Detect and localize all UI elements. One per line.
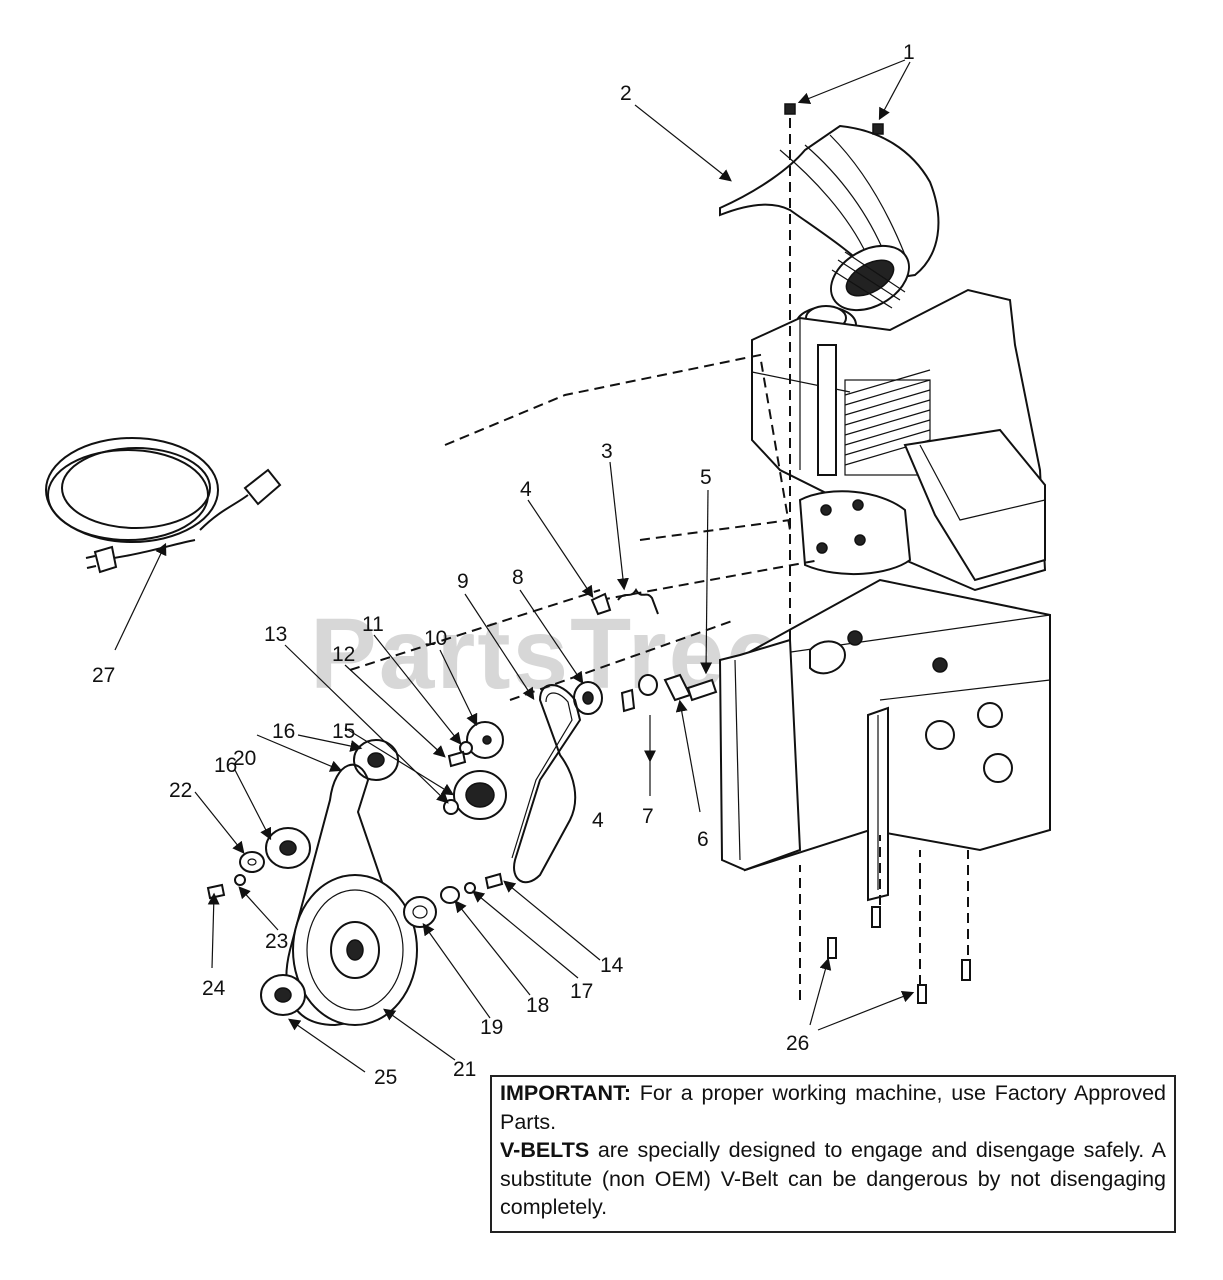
callout-18: 18 — [526, 994, 549, 1017]
callout-19: 19 — [480, 1016, 503, 1039]
callout-9: 9 — [457, 570, 469, 593]
dashed-guides — [349, 118, 969, 1000]
callout-24: 24 — [202, 977, 226, 1000]
callout-23: 23 — [265, 930, 288, 953]
callout-21: 21 — [453, 1058, 476, 1081]
callout-12: 12 — [332, 643, 355, 666]
engine-assembly — [718, 124, 1051, 902]
callout-14: 14 — [600, 954, 624, 977]
notice-important-text: For a proper working machine, use Factor… — [500, 1081, 1166, 1134]
callout-25: 25 — [374, 1066, 397, 1089]
callout-11: 11 — [362, 613, 384, 636]
callout-labels: 1 2 3 4 4 5 6 7 8 9 10 11 12 13 14 15 16… — [92, 41, 915, 1089]
notice-important-label: IMPORTANT: — [500, 1081, 631, 1105]
callout-3: 3 — [601, 440, 613, 463]
callout-15: 15 — [332, 720, 355, 743]
callout-13: 13 — [264, 623, 287, 646]
callout-leaders — [114, 59, 915, 1073]
callout-10: 10 — [424, 627, 447, 650]
callout-20: 20 — [233, 747, 256, 770]
callout-5: 5 — [700, 466, 712, 489]
callout-4a: 4 — [520, 478, 532, 501]
callout-22: 22 — [169, 779, 192, 802]
notice-vbelts-label: V-BELTS — [500, 1138, 590, 1163]
callout-27: 27 — [92, 664, 115, 687]
callout-17: 17 — [570, 980, 593, 1003]
callout-6: 6 — [697, 828, 709, 851]
extension-cord — [45, 437, 282, 574]
callout-4b: 4 — [592, 809, 604, 832]
callout-7: 7 — [642, 805, 654, 828]
callout-26: 26 — [786, 1032, 809, 1055]
callout-16a: 16 — [272, 720, 295, 743]
callout-2: 2 — [620, 82, 632, 105]
important-notice-box: IMPORTANT: For a proper working machine,… — [490, 1075, 1176, 1233]
callout-8: 8 — [512, 566, 524, 589]
notice-important-paragraph: IMPORTANT: For a proper working machine,… — [500, 1079, 1166, 1136]
drive-parts — [206, 103, 971, 1027]
callout-16b: 16 — [214, 754, 237, 777]
notice-vbelts-paragraph: V-BELTS are specially designed to engage… — [500, 1136, 1166, 1222]
notice-vbelts-text: are specially designed to engage and dis… — [500, 1138, 1166, 1220]
callout-1: 1 — [903, 41, 915, 64]
